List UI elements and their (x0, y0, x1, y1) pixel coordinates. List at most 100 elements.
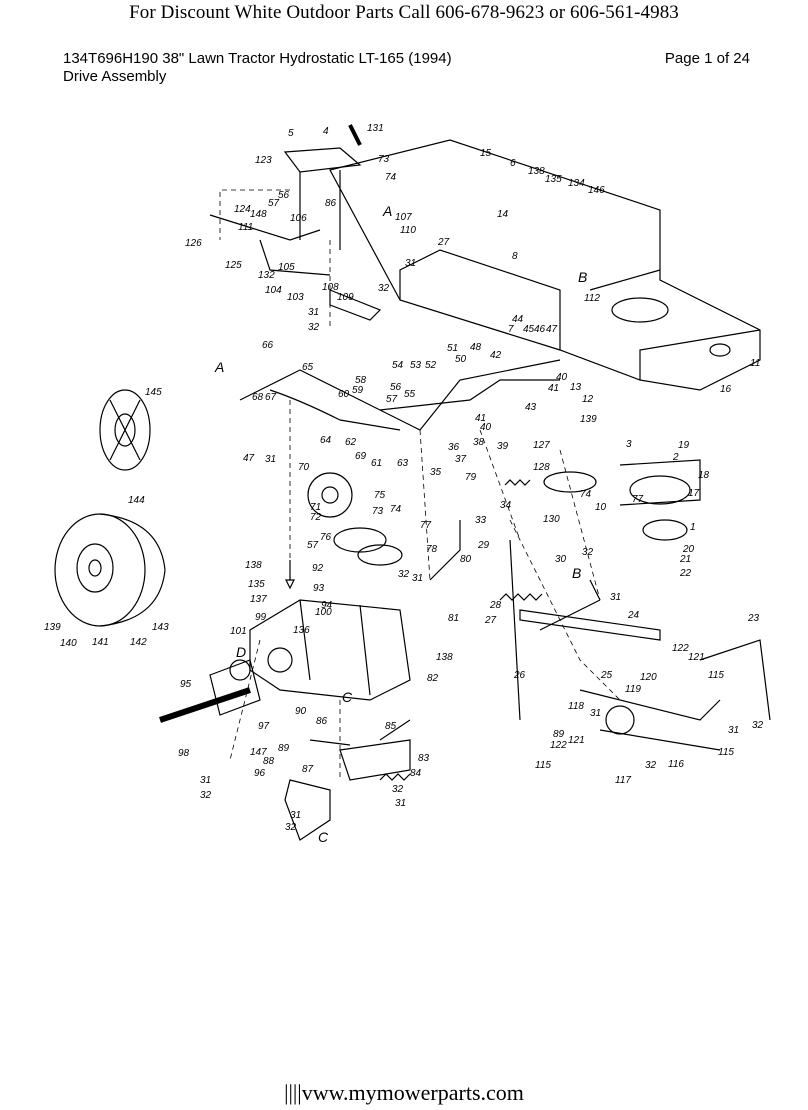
part-callout: 143 (152, 622, 169, 633)
cooling-fan (307, 472, 353, 518)
rear-tire (54, 513, 146, 627)
part-callout: 142 (130, 637, 147, 648)
part-callout: 38 (473, 437, 485, 448)
part-callout: 67 (265, 392, 277, 403)
part-callout: C (342, 689, 353, 705)
part-callout: 57 (307, 540, 319, 551)
part-callout: 34 (500, 500, 512, 511)
part-callout: 69 (355, 451, 367, 462)
part-callout: 77 (420, 520, 432, 531)
part-callout: 99 (255, 612, 267, 623)
part-callout: 31 (590, 708, 601, 719)
part-callout: 74 (385, 172, 397, 183)
part-callout: 87 (302, 764, 314, 775)
part-callout: 115 (718, 747, 734, 758)
part-callout: 32 (582, 547, 594, 558)
part-callout: 24 (627, 610, 640, 621)
part-callout: 10 (595, 502, 607, 513)
part-callout: 65 (302, 362, 314, 373)
part-callout: 46 (534, 324, 546, 335)
part-callout: 125 (225, 260, 242, 271)
part-callout: 32 (645, 760, 657, 771)
part-callout: 126 (185, 238, 202, 249)
part-callout: 115 (535, 760, 551, 771)
part-callout: 115 (708, 670, 724, 681)
part-callout: 135 (545, 174, 562, 185)
part-callout: 70 (298, 462, 310, 473)
part-callout: 31 (412, 573, 423, 584)
part-callout: 141 (92, 637, 109, 648)
part-callout: 45 (523, 324, 535, 335)
part-callout: 76 (320, 532, 332, 543)
part-callout: 1 (690, 522, 696, 533)
part-callout: 4 (323, 126, 329, 137)
part-callout: 32 (752, 720, 764, 731)
part-callout: 43 (525, 402, 537, 413)
part-callout: 112 (584, 293, 600, 304)
part-callout: 31 (290, 810, 301, 821)
part-callout: 31 (265, 454, 276, 465)
part-callout: 72 (310, 512, 322, 523)
part-callout: 131 (367, 123, 384, 134)
part-callout: 21 (679, 554, 691, 565)
part-callout: 41 (548, 383, 559, 394)
part-callout: A (214, 359, 224, 375)
part-callout: 33 (475, 515, 487, 526)
part-callout: 31 (200, 775, 211, 786)
part-callout: 120 (640, 672, 657, 683)
part-callout: 11 (750, 358, 760, 369)
model-title: 134T696H190 38" Lawn Tractor Hydrostatic… (63, 50, 452, 67)
part-callout: B (578, 269, 587, 285)
part-callout: 26 (513, 670, 526, 681)
part-callout: 25 (600, 670, 613, 681)
part-callout: 148 (250, 209, 267, 220)
part-callout: 92 (312, 563, 324, 574)
page-number: Page 1 of 24 (664, 50, 750, 67)
part-callout: 108 (322, 282, 339, 293)
part-callout: 135 (248, 579, 265, 590)
part-callout: 23 (747, 613, 760, 624)
part-callout: 19 (678, 440, 690, 451)
part-callout: 95 (180, 679, 192, 690)
part-callout: 74 (580, 489, 592, 500)
part-callout: 8 (512, 251, 518, 262)
part-callout: 128 (533, 462, 550, 473)
part-callout: 60 (338, 389, 350, 400)
part-callout: 36 (448, 442, 460, 453)
part-callout: 84 (410, 768, 422, 779)
part-callout: 31 (405, 258, 416, 269)
part-callout: 124 (234, 204, 251, 215)
part-callout: 32 (308, 322, 320, 333)
part-callout: 145 (145, 387, 162, 398)
part-callout: 121 (568, 735, 585, 746)
part-callout: 58 (355, 375, 367, 386)
part-callout: 31 (610, 592, 621, 603)
part-callout: 42 (490, 350, 502, 361)
part-callout: 122 (672, 643, 689, 654)
part-callout: 32 (285, 822, 297, 833)
part-callout: 32 (200, 790, 212, 801)
part-callout: 63 (397, 458, 409, 469)
part-callout: 14 (497, 209, 509, 220)
part-callout: 136 (293, 625, 310, 636)
part-callout: 109 (337, 292, 354, 303)
part-callout: 121 (688, 652, 705, 663)
part-callout: 66 (262, 340, 274, 351)
part-callout: 89 (278, 743, 290, 754)
part-callout: 80 (460, 554, 472, 565)
part-callout: 56 (278, 190, 290, 201)
part-callout: 86 (325, 198, 337, 209)
footer-url[interactable]: ||||vww.mymowerparts.com (284, 1080, 524, 1105)
part-callout: 54 (392, 360, 404, 371)
part-callout: 79 (465, 472, 477, 483)
part-callout: 74 (390, 504, 402, 515)
part-callout: 83 (418, 753, 430, 764)
part-callout: 118 (568, 701, 584, 712)
part-callout: 62 (345, 437, 357, 448)
part-callout: 47 (546, 324, 558, 335)
part-callout: 86 (316, 716, 328, 727)
part-callout: 32 (398, 569, 410, 580)
part-callout: 85 (385, 721, 397, 732)
part-callout: 18 (698, 470, 710, 481)
